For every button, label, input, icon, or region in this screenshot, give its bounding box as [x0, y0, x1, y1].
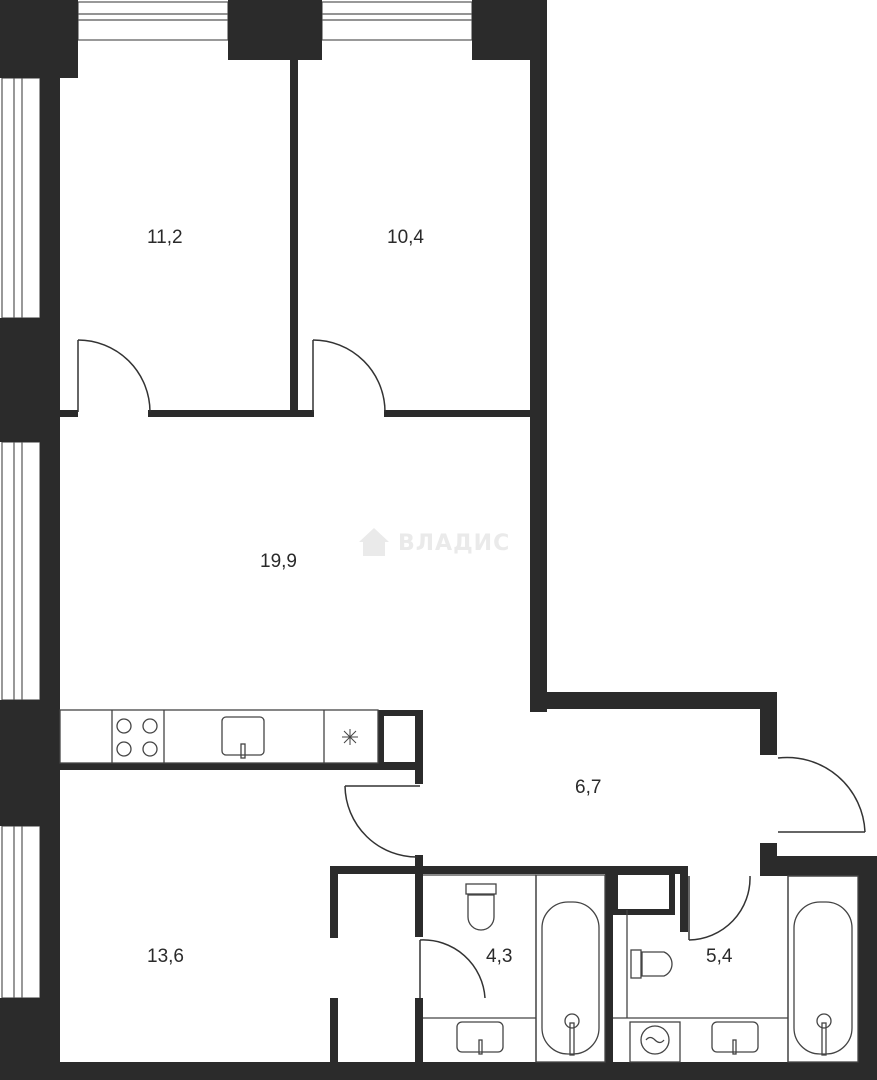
- area-label-bedroom-2: 10,4: [387, 227, 424, 248]
- doors: [77, 339, 866, 999]
- area-label-bedroom-1: 11,2: [147, 227, 183, 248]
- kitchen-counter: [59, 709, 379, 764]
- room-labels: 11,2 10,4 19,9 6,7 13,6 4,3 5,4: [147, 227, 733, 967]
- bathroom-1-fixtures: [423, 874, 606, 1063]
- area-label-bedroom-3: 13,6: [147, 946, 184, 967]
- ventilation-shaft: [378, 710, 675, 915]
- area-label-hallway: 6,7: [575, 777, 601, 798]
- fridge-icon: [342, 729, 358, 745]
- washbasin-icon: [456, 1021, 504, 1055]
- bathtub-icon: [787, 875, 859, 1063]
- windows: [1, 1, 473, 999]
- toilet-icon: [630, 949, 673, 979]
- toilet-icon: [465, 883, 497, 931]
- bathroom-2-fixtures: [613, 875, 859, 1063]
- watermark: ВЛАДИС: [359, 528, 510, 556]
- area-label-bathroom-2: 5,4: [706, 946, 733, 967]
- kitchen-sink-icon: [221, 716, 265, 759]
- bathtub-icon: [535, 874, 606, 1063]
- washing-machine-icon: [629, 1021, 681, 1063]
- watermark-text: ВЛАДИС: [398, 531, 510, 556]
- area-label-bathroom-1: 4,3: [486, 946, 512, 967]
- washbasin-icon: [711, 1021, 759, 1055]
- stove-icon: [116, 718, 158, 757]
- house-logo-icon: [359, 528, 389, 556]
- area-label-living-room: 19,9: [260, 551, 297, 572]
